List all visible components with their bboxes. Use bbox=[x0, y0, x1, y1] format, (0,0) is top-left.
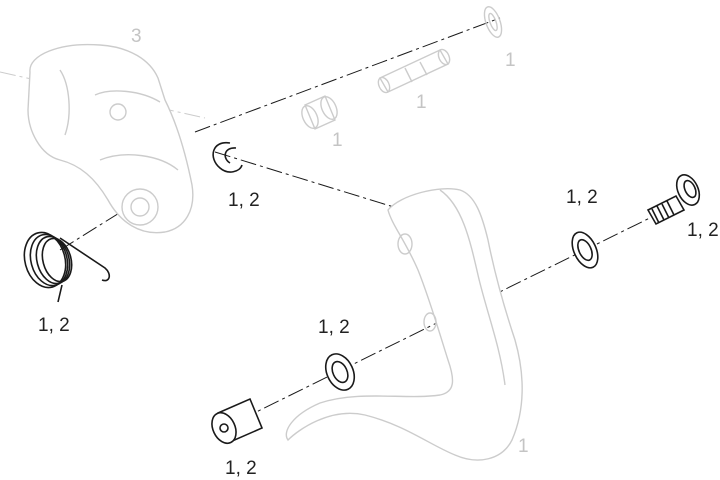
axis-upper-right bbox=[194, 17, 501, 133]
label-shifter-body: 3 bbox=[131, 26, 142, 47]
label-screw: 1, 2 bbox=[687, 220, 719, 241]
label-lever: 1 bbox=[518, 436, 529, 457]
barrel-nut bbox=[211, 397, 264, 445]
label-washer-left: 1, 2 bbox=[318, 317, 350, 338]
top-ring bbox=[483, 6, 503, 38]
torsion-spring bbox=[23, 231, 111, 303]
washer-right bbox=[571, 231, 599, 269]
label-nut: 1, 2 bbox=[225, 458, 257, 479]
label-spring: 1, 2 bbox=[38, 315, 70, 336]
bushing bbox=[301, 95, 338, 130]
axis-lower bbox=[239, 207, 671, 421]
label-bushing: 1 bbox=[332, 130, 343, 151]
shifter-body bbox=[27, 43, 194, 234]
label-clip: 1, 2 bbox=[228, 190, 260, 211]
axis-spring bbox=[59, 199, 141, 251]
label-top-ring: 1 bbox=[505, 50, 516, 71]
brake-lever bbox=[285, 188, 523, 461]
label-pivot-pin: 1 bbox=[416, 92, 427, 113]
washer-left bbox=[324, 353, 356, 391]
pivot-pin bbox=[377, 48, 451, 94]
label-washer-right: 1, 2 bbox=[566, 187, 598, 208]
axis-clip-to-lever bbox=[214, 151, 411, 213]
clip bbox=[212, 142, 243, 173]
screw bbox=[646, 174, 701, 226]
